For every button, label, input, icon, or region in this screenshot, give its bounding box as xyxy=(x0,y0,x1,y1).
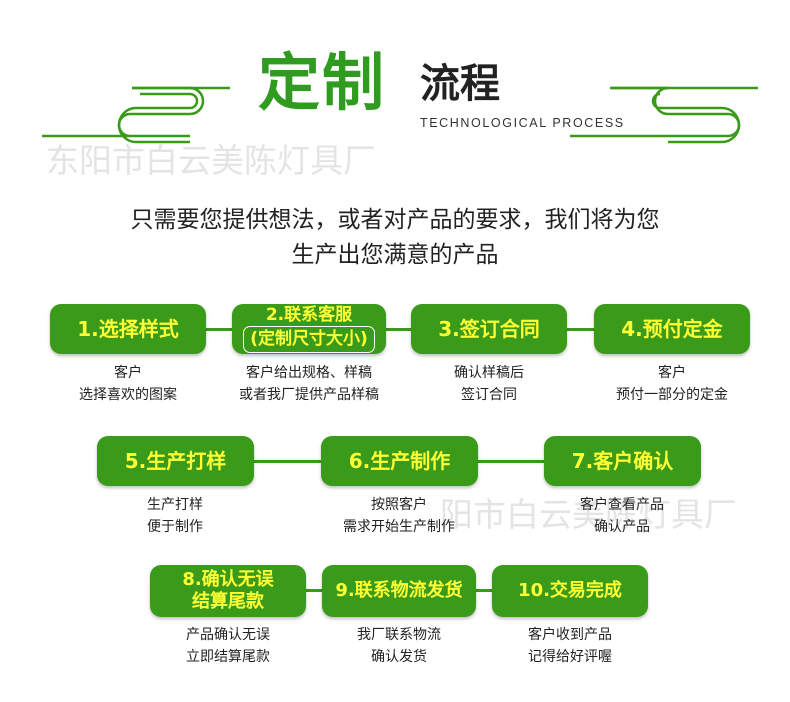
step-7-pill: 7.客户确认 xyxy=(544,436,701,486)
step-3-desc: 确认样稿后 签订合同 xyxy=(454,365,524,403)
step-4-desc: 客户 预付一部分的定金 xyxy=(616,365,728,403)
step-10-pill: 10.交易完成 xyxy=(492,565,648,617)
step-9-pill: 9.联系物流发货 xyxy=(322,565,476,617)
step-1-desc: 客户 选择喜欢的图案 xyxy=(79,365,177,403)
step-2-desc: 客户给出规格、样稿 或者我厂提供产品样稿 xyxy=(239,365,379,403)
step-7-desc: 客户查看产品 确认产品 xyxy=(580,497,664,535)
step-label: 9.联系物流发货 xyxy=(335,580,463,601)
right-swirl-decoration xyxy=(570,86,758,144)
step-2-pill: 2.联系客服 (定制尺寸大小) xyxy=(232,304,386,354)
step-label: 7.客户确认 xyxy=(571,449,674,473)
title-sub: 流程 xyxy=(420,61,500,107)
connector xyxy=(304,589,324,592)
step-1-pill: 1.选择样式 xyxy=(50,304,206,354)
step-6-pill: 6.生产制作 xyxy=(321,436,478,486)
step-label: 4.预付定金 xyxy=(621,317,723,341)
intro-line-1: 只需要您提供想法，或者对产品的要求，我们将为您 xyxy=(130,207,660,233)
step-label: 5.生产打样 xyxy=(124,449,227,473)
step-label: 1.选择样式 xyxy=(77,317,179,341)
step-8-desc: 产品确认无误 立即结算尾款 xyxy=(186,627,270,665)
connector xyxy=(384,328,414,331)
connector xyxy=(205,328,235,331)
step-label-sub: 结算尾款 xyxy=(192,591,264,612)
watermark-top: 东阳市白云美陈灯具厂 xyxy=(46,141,376,180)
step-label: 2.联系客服 xyxy=(265,305,353,325)
step-label: 10.交易完成 xyxy=(518,580,622,601)
step-label-sub: (定制尺寸大小) xyxy=(243,326,375,353)
title-english: TECHNOLOGICAL PROCESS xyxy=(420,116,625,130)
step-8-pill: 8.确认无误 结算尾款 xyxy=(150,565,306,617)
step-6-desc: 按照客户 需求开始生产制作 xyxy=(343,497,455,535)
title-main: 定制 xyxy=(258,46,387,119)
step-10-desc: 客户收到产品 记得给好评喔 xyxy=(528,627,612,665)
left-swirl-decoration xyxy=(42,86,230,144)
step-label: 6.生产制作 xyxy=(348,449,451,473)
connector xyxy=(476,460,546,463)
watermark-mid: 阳市白云美陈灯具厂 xyxy=(440,495,737,534)
connector xyxy=(566,328,596,331)
connector xyxy=(474,589,494,592)
intro-line-2: 生产出您满意的产品 xyxy=(291,242,499,268)
step-5-pill: 5.生产打样 xyxy=(97,436,254,486)
step-3-pill: 3.签订合同 xyxy=(411,304,567,354)
step-5-desc: 生产打样 便于制作 xyxy=(147,497,203,535)
step-9-desc: 我厂联系物流 确认发货 xyxy=(357,627,441,665)
step-label: 8.确认无误 xyxy=(182,569,274,590)
connector xyxy=(253,460,323,463)
step-label: 3.签订合同 xyxy=(438,317,540,341)
step-4-pill: 4.预付定金 xyxy=(594,304,750,354)
intro-text: 只需要您提供想法，或者对产品的要求，我们将为您 生产出您满意的产品 xyxy=(0,203,790,273)
